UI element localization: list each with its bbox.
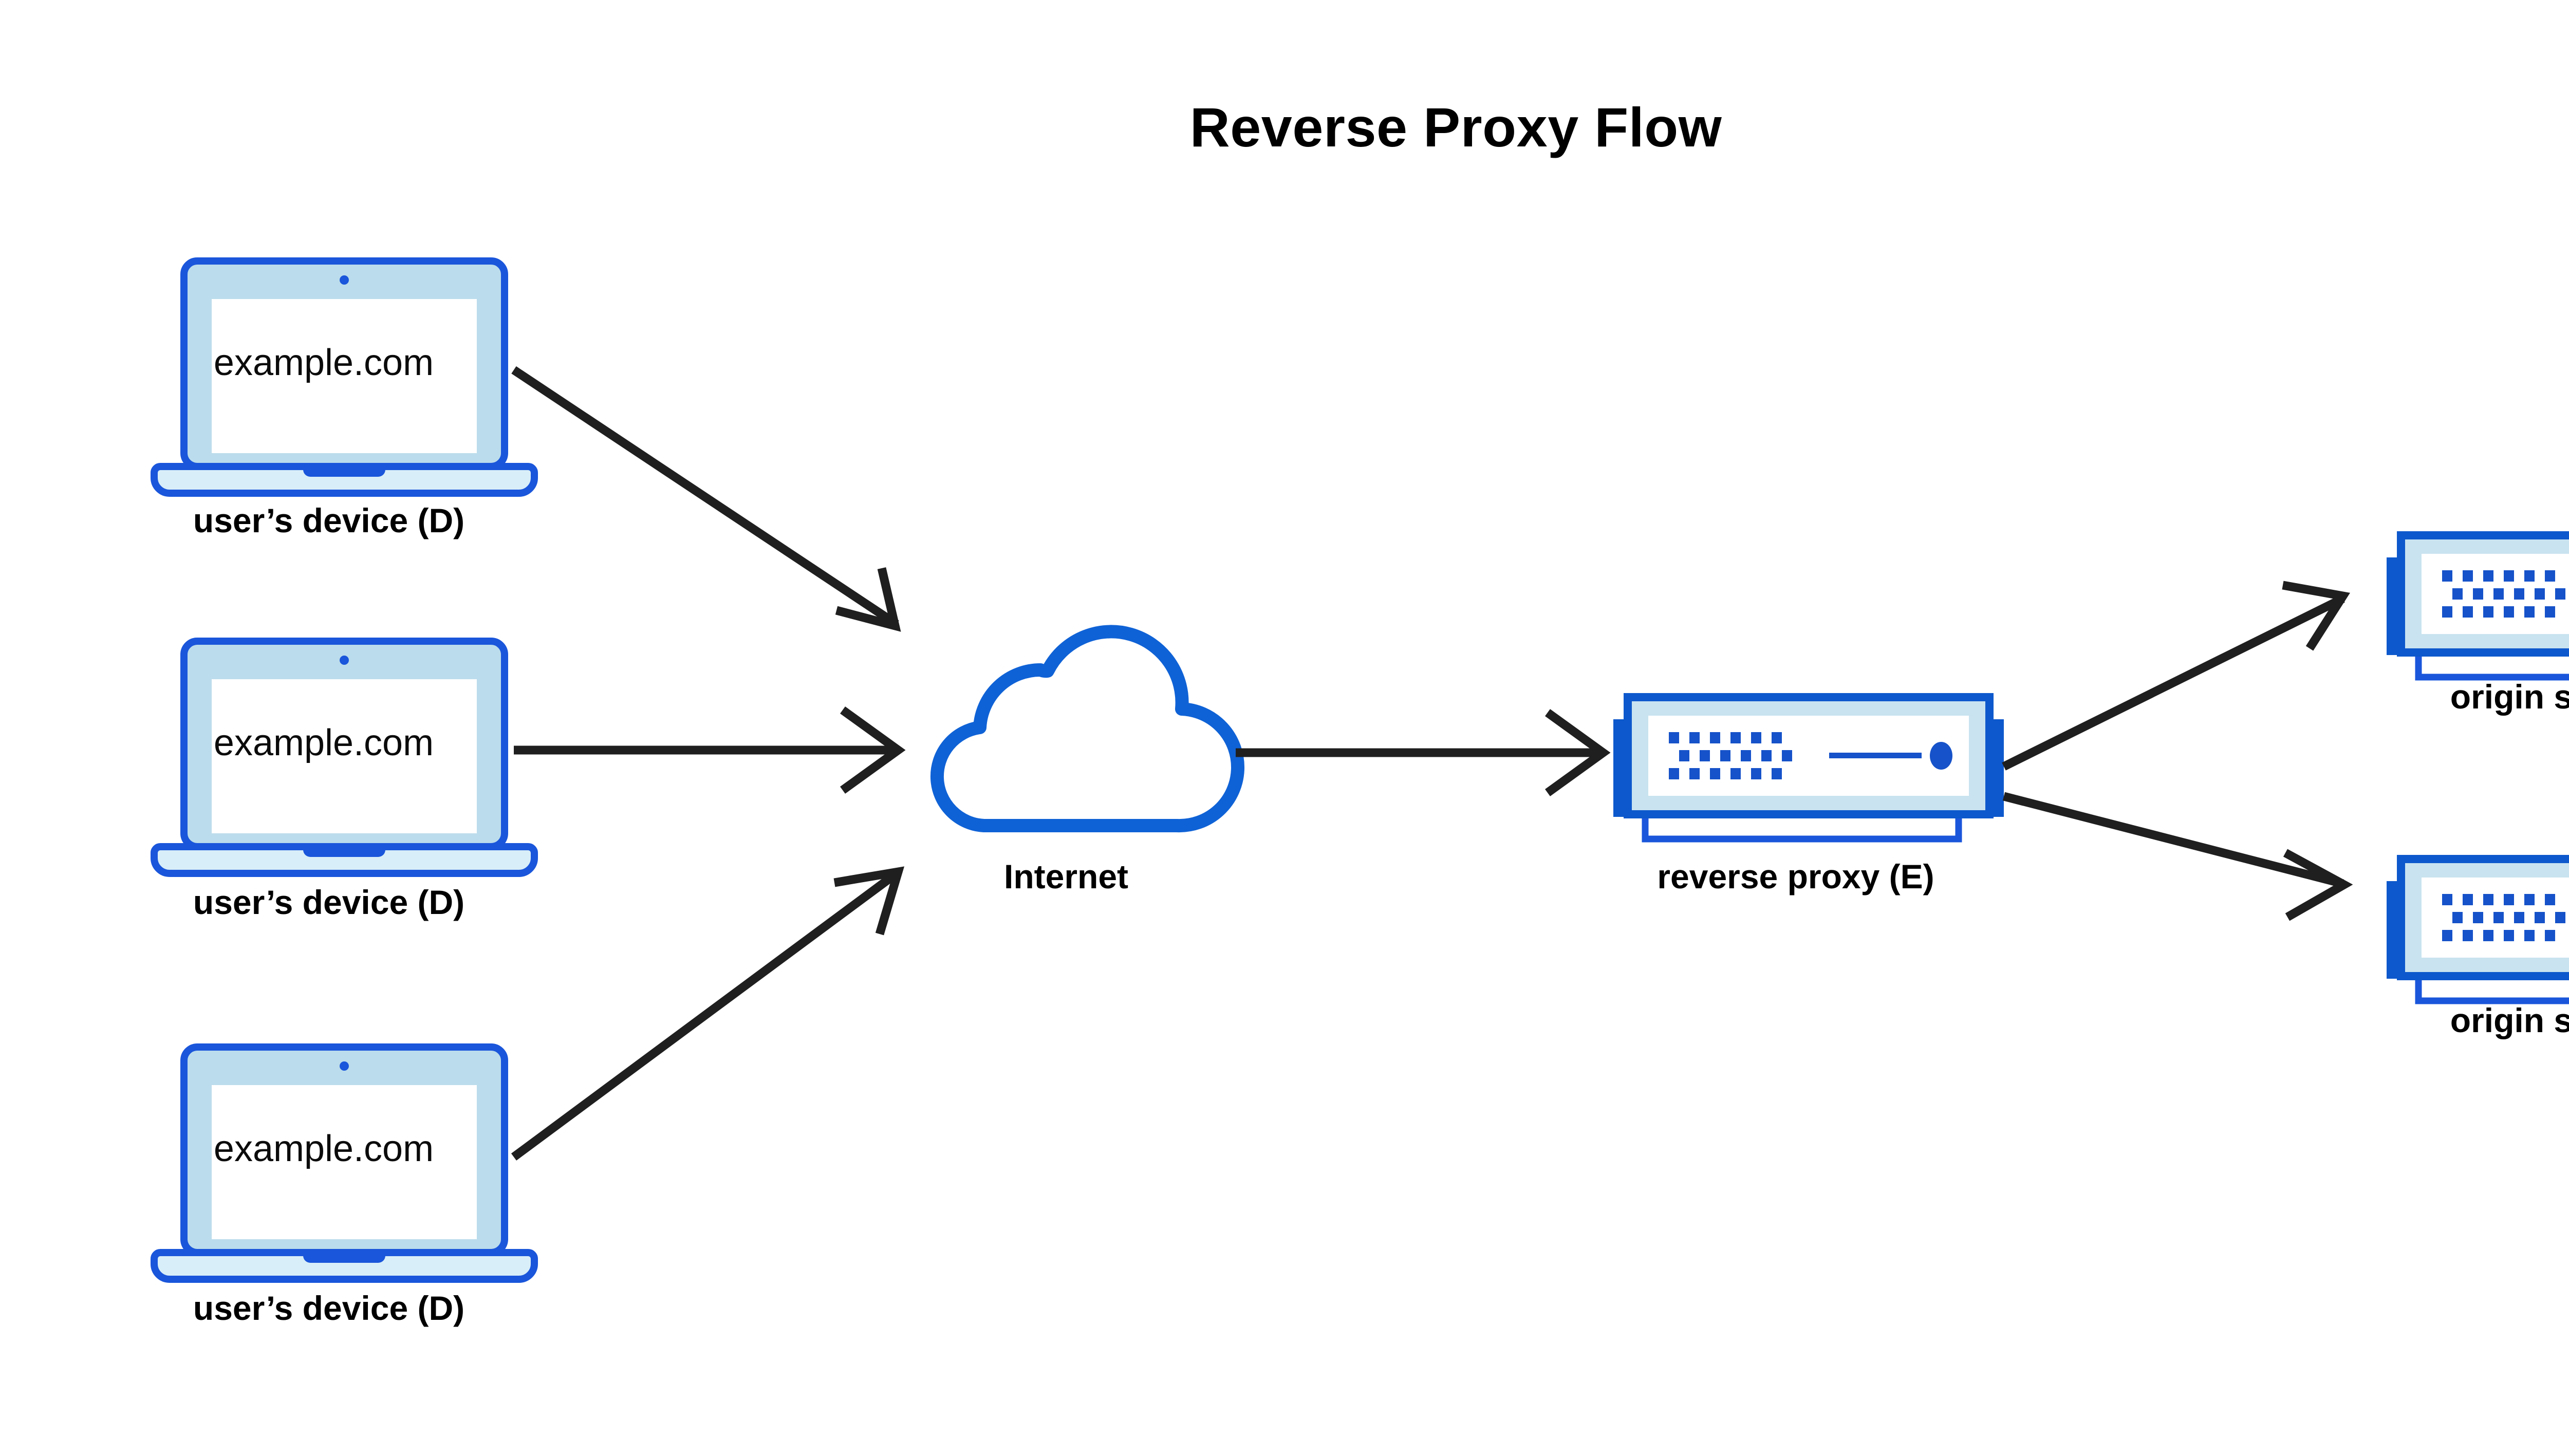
- server-icon-reverse-proxy[interactable]: [1613, 697, 2004, 839]
- edge-client-bottom-to-internet: [511, 866, 905, 1161]
- laptop-screen-text-middle: example.com: [213, 722, 434, 763]
- label-client-bottom: user’s device (D): [193, 1289, 465, 1327]
- label-internet: Internet: [1003, 857, 1129, 895]
- label-origin-top: origin server (F): [2450, 678, 2569, 716]
- laptop-screen-text-top: example.com: [213, 342, 434, 383]
- label-reverse-proxy: reverse proxy (E): [1657, 857, 1934, 895]
- server-icon-origin-bottom[interactable]: [2387, 859, 2569, 1001]
- edge-client-top-to-internet: [511, 366, 901, 632]
- laptop-screen-text-bottom: example.com: [213, 1128, 434, 1169]
- server-icon-origin-top[interactable]: [2387, 535, 2569, 677]
- edge-reverse-proxy-to-origin-top: [2002, 581, 2350, 771]
- edge-reverse-proxy-to-origin-bottom: [2002, 792, 2353, 921]
- edge-internet-to-reverse-proxy: [1236, 709, 1611, 796]
- cloud-icon-internet[interactable]: [937, 631, 1238, 826]
- label-origin-bottom: origin server (F): [2450, 1001, 2569, 1039]
- edge-client-middle-to-internet: [514, 706, 906, 794]
- page-title: Reverse Proxy Flow: [1189, 96, 1722, 158]
- label-client-top: user’s device (D): [193, 501, 465, 539]
- label-client-middle: user’s device (D): [193, 883, 465, 921]
